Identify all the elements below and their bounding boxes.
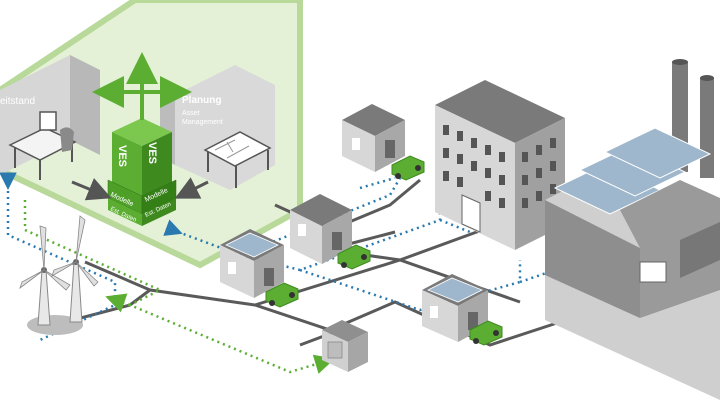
house-with-solar xyxy=(220,229,284,298)
ves-output-arrows xyxy=(92,52,192,120)
factory xyxy=(545,59,720,400)
house xyxy=(342,104,405,172)
wind-turbine-icon xyxy=(19,225,83,335)
electric-car-icon xyxy=(469,320,503,346)
solar-panel-icon xyxy=(427,277,483,303)
electric-car-icon xyxy=(337,244,371,270)
leitstand-label: eitstand xyxy=(0,96,35,107)
solar-panel-icon xyxy=(603,127,712,179)
ves-right-label: VES xyxy=(146,142,158,164)
management-label: Management xyxy=(182,119,223,126)
planning-desk-icon xyxy=(203,131,272,188)
planung-to-ves-arrow xyxy=(174,177,209,199)
ves-left-label: VES xyxy=(116,145,128,167)
leitstand-to-ves-arrow xyxy=(71,178,112,201)
wind-turbine-icon xyxy=(51,215,99,323)
electric-car-icon xyxy=(265,282,299,308)
ves-system xyxy=(107,118,177,226)
electric-car-icon xyxy=(391,155,425,181)
solar-panel-icon xyxy=(225,232,279,258)
asset-label: Asset xyxy=(182,110,200,117)
generation-data-lines xyxy=(23,200,335,374)
desk-icon xyxy=(8,111,77,180)
office-building xyxy=(435,80,565,250)
planung-label: Planung xyxy=(182,95,221,106)
transformer-icon xyxy=(322,320,368,372)
